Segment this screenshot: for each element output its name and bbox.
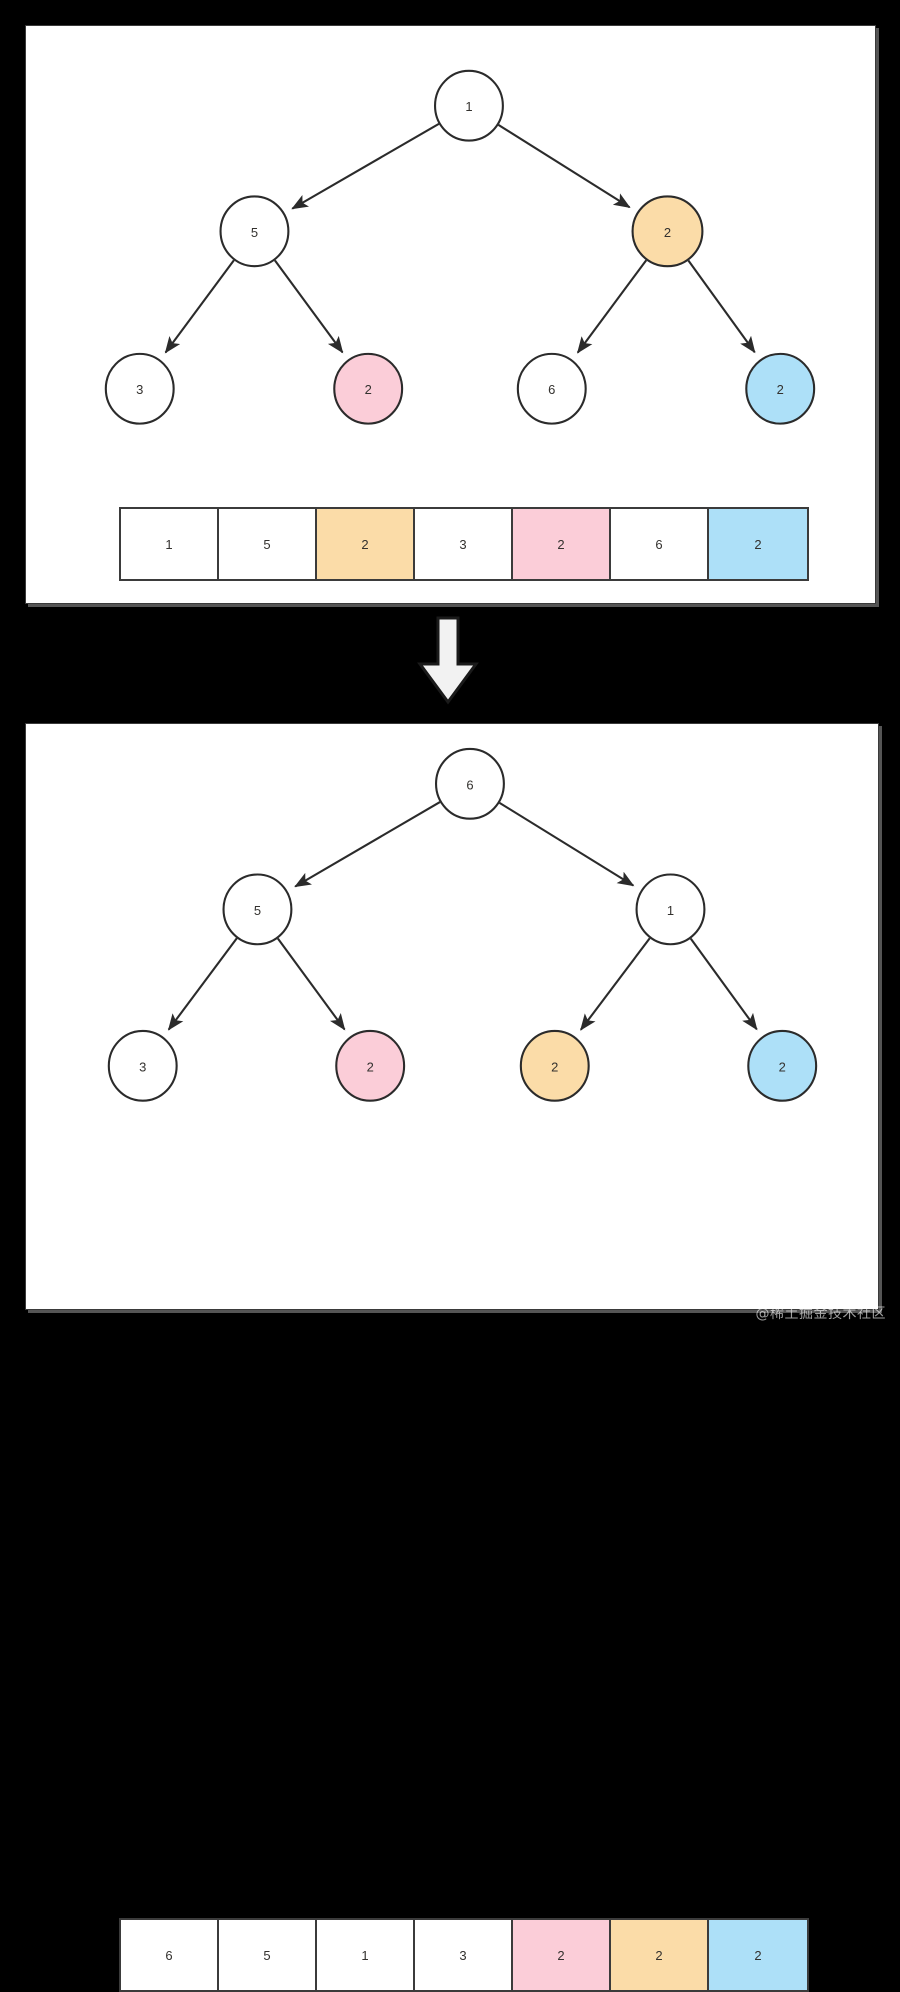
tree-node-circle [635, 873, 706, 946]
tree-node[interactable]: 2 [335, 1029, 406, 1102]
tree-node-circle [631, 195, 704, 268]
tree-node[interactable]: 2 [631, 195, 704, 268]
tree-edge [291, 122, 440, 210]
tree-edge [576, 259, 648, 354]
array-cell-value: 6 [655, 536, 663, 552]
tree-edge [274, 259, 344, 354]
array-cell[interactable]: 2 [513, 509, 611, 579]
tree-node-label: 3 [136, 382, 143, 397]
tree-node-label: 2 [779, 1059, 786, 1074]
array-cell[interactable]: 2 [709, 1920, 807, 1990]
tree-node-label: 2 [365, 382, 372, 397]
tree-edge [164, 259, 235, 354]
tree-node-label: 3 [139, 1059, 146, 1074]
tree-node[interactable]: 5 [222, 873, 293, 946]
array-cell[interactable]: 2 [611, 1920, 709, 1990]
array-cell-value: 2 [754, 536, 762, 552]
array-cell[interactable]: 5 [219, 509, 317, 579]
tree-node[interactable]: 6 [516, 352, 587, 425]
tree-node-circle [434, 747, 505, 820]
tree-node-circle [104, 352, 175, 425]
array-cell-value: 2 [361, 536, 369, 552]
array-cell[interactable]: 6 [611, 509, 709, 579]
array-cell-value: 5 [263, 1947, 271, 1963]
panel-after: 6 5 1 3 2 2 2 6 5 1 3 2 2 2 [25, 723, 879, 1992]
tree-node-circle [519, 1029, 590, 1102]
tree-edge [498, 801, 635, 887]
array-cell[interactable]: 2 [513, 1920, 611, 1990]
tree-node-label: 2 [664, 225, 671, 240]
down-arrow-icon [417, 616, 479, 705]
array-cell[interactable]: 3 [415, 1920, 513, 1990]
array-cell[interactable]: 3 [415, 509, 513, 579]
tree-node-label: 1 [667, 903, 674, 918]
tree-edge [497, 124, 631, 209]
array-cell-value: 2 [655, 1947, 663, 1963]
array-cell-value: 3 [459, 536, 467, 552]
array-cell-value: 6 [165, 1947, 173, 1963]
array-cell-value: 3 [459, 1947, 467, 1963]
tree-node-circle [219, 195, 290, 268]
array-strip-before: 1 5 2 3 2 6 2 [119, 507, 809, 581]
array-cell[interactable]: 2 [317, 509, 415, 579]
tree-edge [167, 937, 238, 1031]
tree-node[interactable]: 1 [635, 873, 706, 946]
tree-node-circle [516, 352, 587, 425]
tree-node-label: 6 [466, 777, 473, 792]
tree-edge [580, 937, 651, 1031]
tree-node[interactable]: 2 [745, 352, 816, 425]
array-cell-value: 2 [754, 1947, 762, 1963]
array-cell-value: 2 [557, 536, 565, 552]
tree-edge [277, 937, 346, 1031]
tree-diagram-before: 1 5 2 3 2 6 2 [104, 69, 816, 425]
tree-edge [294, 801, 441, 888]
array-cell-value: 1 [361, 1947, 369, 1963]
tree-node[interactable]: 2 [747, 1029, 818, 1102]
tree-node-circle [107, 1029, 178, 1102]
array-cell-value: 2 [557, 1947, 565, 1963]
tree-node[interactable]: 6 [434, 747, 505, 820]
tree-node-label: 2 [551, 1059, 558, 1074]
tree-node-label: 2 [777, 382, 784, 397]
tree-node[interactable]: 3 [107, 1029, 178, 1102]
tree-node-circle [747, 1029, 818, 1102]
tree-node-label: 5 [251, 225, 258, 240]
array-cell[interactable]: 6 [121, 1920, 219, 1990]
tree-node[interactable]: 2 [333, 352, 404, 425]
panel-before: 1 5 2 3 2 6 2 1 5 2 3 2 6 2 [25, 25, 876, 604]
array-strip-after: 6 5 1 3 2 2 2 [119, 1918, 809, 1992]
array-cell[interactable]: 1 [317, 1920, 415, 1990]
tree-node-circle [433, 69, 504, 142]
tree-node-label: 1 [465, 99, 472, 114]
tree-edge [687, 259, 756, 354]
tree-node-circle [335, 1029, 406, 1102]
array-cell-value: 5 [263, 536, 271, 552]
tree-node[interactable]: 1 [433, 69, 504, 142]
array-cell[interactable]: 5 [219, 1920, 317, 1990]
tree-node[interactable]: 2 [519, 1029, 590, 1102]
tree-node-circle [745, 352, 816, 425]
tree-node[interactable]: 3 [104, 352, 175, 425]
tree-node-label: 5 [254, 903, 261, 918]
array-cell[interactable]: 2 [709, 509, 807, 579]
tree-node-label: 2 [367, 1059, 374, 1074]
tree-node-circle [333, 352, 404, 425]
tree-diagram-after: 6 5 1 3 2 2 2 [107, 747, 818, 1102]
tree-node-label: 6 [548, 382, 555, 397]
tree-edge [689, 937, 758, 1031]
tree-node-circle [222, 873, 293, 946]
tree-node[interactable]: 5 [219, 195, 290, 268]
array-cell[interactable]: 1 [121, 509, 219, 579]
array-cell-value: 1 [165, 536, 173, 552]
